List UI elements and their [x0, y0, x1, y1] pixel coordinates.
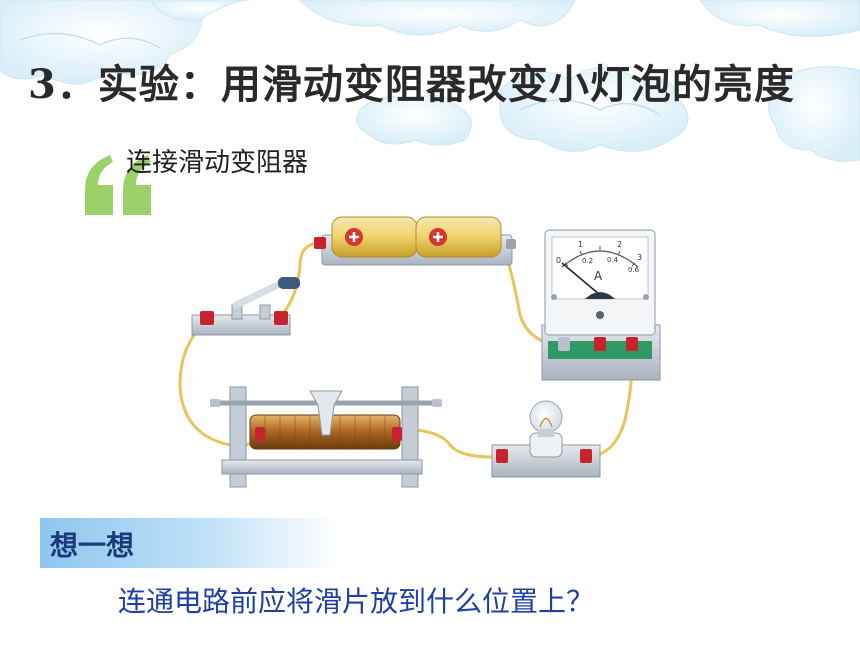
rheostat	[210, 386, 442, 488]
svg-text:0: 0	[556, 256, 561, 265]
svg-text:A: A	[594, 269, 603, 283]
cloud-background	[0, 0, 860, 162]
quote-icon	[85, 155, 151, 215]
subtitle: 连接滑动变阻器	[126, 148, 309, 178]
circuit-figure: 0 1 2 3 0.2 0.4 0.6 A	[178, 216, 661, 488]
think-banner	[40, 518, 340, 568]
svg-text:0.2: 0.2	[582, 257, 593, 265]
think-label: 想一想	[50, 529, 135, 562]
svg-text:3: 3	[637, 253, 642, 262]
svg-text:1: 1	[578, 240, 583, 249]
bulb	[491, 400, 601, 478]
ammeter: 0 1 2 3 0.2 0.4 0.6 A	[541, 229, 661, 381]
svg-text:2: 2	[617, 240, 622, 249]
svg-text:0.4: 0.4	[607, 256, 619, 264]
slide-title: 3．实验：用滑动变阻器改变小灯泡的亮度	[28, 61, 795, 108]
svg-text:0.6: 0.6	[628, 266, 640, 274]
battery-holder	[314, 216, 516, 266]
question-text: 连通电路前应将滑片放到什么位置上？	[118, 585, 595, 618]
switch	[191, 277, 300, 336]
